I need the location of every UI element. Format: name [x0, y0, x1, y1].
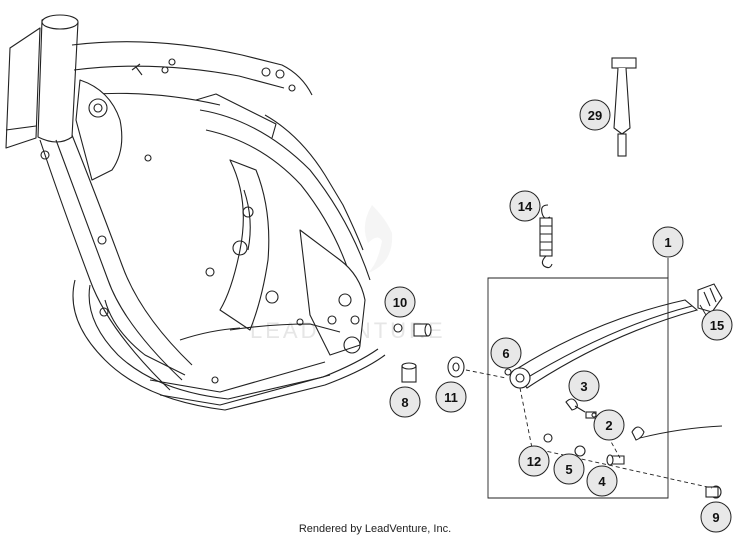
render-credit: Rendered by LeadVenture, Inc.	[298, 523, 452, 535]
callout-14: 14	[509, 190, 541, 222]
part-9-bolt	[705, 485, 722, 499]
callout-14-label: 14	[518, 199, 533, 214]
part-2-screw	[585, 411, 597, 419]
callout-2: 2	[593, 409, 625, 441]
stand-hook	[631, 426, 645, 441]
callout-4-label: 4	[598, 474, 606, 489]
callout-5-label: 5	[565, 462, 572, 477]
parts-group	[393, 57, 723, 499]
part-14-spring	[539, 204, 553, 269]
part-10-bolt	[393, 323, 432, 337]
callout-4: 4	[586, 465, 618, 497]
part-1-side-stand	[509, 299, 699, 389]
callout-2-label: 2	[605, 418, 612, 433]
callout-11: 11	[435, 381, 467, 413]
part-15-foot	[697, 283, 723, 313]
part-3-pin	[565, 398, 586, 413]
callout-11-label: 11	[444, 390, 458, 405]
callout-12-label: 12	[527, 454, 541, 469]
part-4-bushing	[606, 454, 625, 466]
callout-1: 1	[652, 226, 684, 258]
callout-1-label: 1	[664, 235, 671, 250]
callout-10-label: 10	[393, 295, 407, 310]
part-8-bushing	[401, 362, 417, 383]
part-6-washer	[504, 368, 512, 376]
callout-8-label: 8	[401, 395, 408, 410]
part-5-washer	[574, 445, 586, 457]
callout-8: 8	[389, 386, 421, 418]
callout-15: 15	[701, 309, 733, 341]
part-11-washer	[447, 356, 465, 378]
callout-9: 9	[700, 501, 732, 533]
part-12-circlip	[543, 433, 553, 443]
part-29-tool	[611, 57, 637, 157]
frame-assembly	[5, 14, 386, 411]
callout-10: 10	[384, 286, 416, 318]
callout-29-label: 29	[588, 108, 602, 123]
callout-3: 3	[568, 370, 600, 402]
callout-6: 6	[490, 337, 522, 369]
callout-15-label: 15	[710, 318, 724, 333]
callout-9-label: 9	[712, 510, 719, 525]
callout-3-label: 3	[580, 379, 587, 394]
callout-12: 12	[518, 445, 550, 477]
callout-29: 29	[579, 99, 611, 131]
callout-6-label: 6	[502, 346, 509, 361]
callout-5: 5	[553, 453, 585, 485]
watermark-logo	[364, 205, 393, 273]
